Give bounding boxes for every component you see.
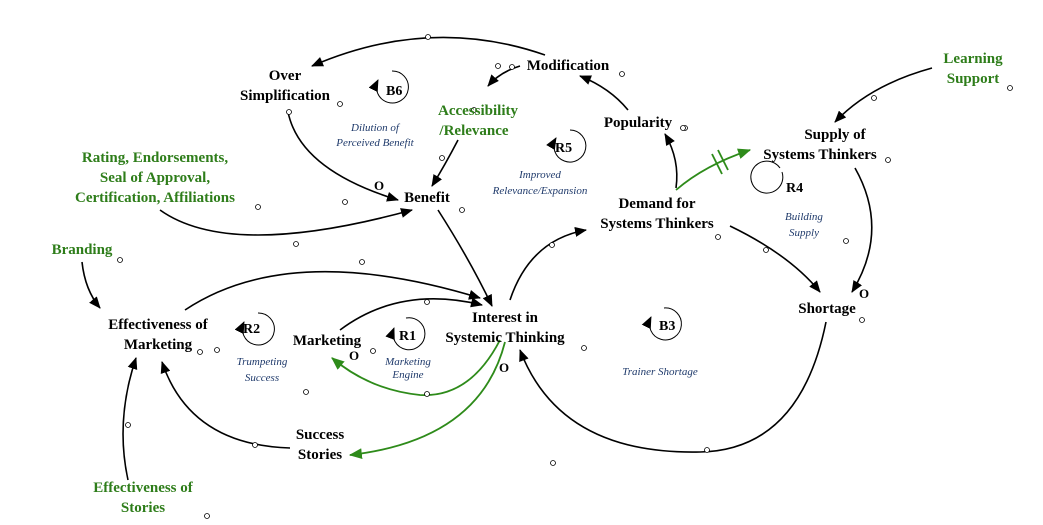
loop-name-r5-line1: Improved bbox=[518, 169, 561, 181]
var-effectiveness-marketing-line2: Marketing bbox=[124, 337, 193, 353]
var-success-stories-line2: Stories bbox=[298, 447, 342, 463]
var-shortage: Shortage bbox=[798, 301, 856, 317]
link-marketing-interest bbox=[339, 297, 483, 331]
link-demand-popularity bbox=[664, 133, 678, 189]
link-effstories-effectiveness bbox=[122, 357, 138, 481]
var-rating-line2: Seal of Approval, bbox=[100, 170, 210, 186]
var-rating-line1: Rating, Endorsements, bbox=[82, 150, 229, 166]
link-accessibility-benefit bbox=[431, 139, 459, 187]
var-accessibility-line1: Accessibility bbox=[438, 103, 518, 119]
loop-name-r2-line1: Trumpeting bbox=[237, 356, 288, 368]
svg-text:R4: R4 bbox=[786, 181, 803, 196]
loop-name-r2-line2: Success bbox=[245, 372, 279, 384]
var-demand-line2: Systems Thinkers bbox=[600, 216, 714, 232]
link-oversimplification-benefit bbox=[287, 111, 399, 202]
var-over-simplification-line1: Over bbox=[269, 68, 302, 84]
loop-name-r1-line2: Engine bbox=[391, 369, 423, 381]
loop-name-r4-line1: Building bbox=[785, 211, 823, 223]
svg-text:R5: R5 bbox=[555, 141, 572, 156]
link-interest-marketing bbox=[331, 339, 501, 396]
svg-text:R2: R2 bbox=[243, 322, 260, 337]
loop-symbol-b3: B3 bbox=[641, 307, 682, 341]
link-demand-supply-delayed bbox=[675, 148, 752, 191]
loop-name-r5-line2: Relevance/Expansion bbox=[492, 185, 588, 197]
var-effectiveness-stories-line1: Effectiveness of bbox=[93, 480, 194, 496]
loop-symbol-r1: R1 bbox=[385, 317, 426, 351]
var-learning-support-line1: Learning bbox=[943, 51, 1003, 67]
link-demand-shortage bbox=[729, 225, 821, 293]
link-shortage-interest bbox=[519, 321, 827, 453]
var-effectiveness-marketing-line1: Effectiveness of bbox=[108, 317, 209, 333]
svg-text:B6: B6 bbox=[386, 84, 402, 99]
var-accessibility-line2: /Relevance bbox=[438, 123, 508, 139]
polarity-interest: O bbox=[499, 360, 509, 375]
link-modification-accessibility bbox=[487, 65, 521, 87]
var-learning-support-line2: Support bbox=[947, 71, 1000, 87]
link-modification-oversimplification bbox=[311, 36, 546, 67]
var-branding: Branding bbox=[52, 242, 113, 258]
svg-text:R1: R1 bbox=[399, 329, 416, 344]
loop-symbol-b6: B6 bbox=[368, 70, 409, 104]
link-successstories-effectiveness bbox=[160, 361, 291, 449]
svg-text:B3: B3 bbox=[659, 319, 675, 334]
var-interest-line1: Interest in bbox=[472, 310, 539, 326]
link-interest-demand bbox=[509, 227, 587, 301]
delay-mark bbox=[717, 149, 729, 171]
link-rating-benefit bbox=[159, 208, 413, 236]
var-modification: Modification bbox=[527, 58, 610, 74]
var-benefit: Benefit bbox=[404, 190, 450, 206]
polarity-marketing: O bbox=[349, 348, 359, 363]
var-supply-line1: Supply of bbox=[804, 127, 866, 143]
loop-symbol-r2: R2 bbox=[234, 312, 275, 346]
polarity-shortage: O bbox=[859, 286, 869, 301]
var-interest-line2: Systemic Thinking bbox=[445, 330, 565, 346]
link-dots bbox=[117, 34, 1013, 519]
var-marketing: Marketing bbox=[293, 333, 362, 349]
loop-name-b3: Trainer Shortage bbox=[622, 366, 698, 378]
loop-name-b6-line2: Perceived Benefit bbox=[335, 137, 414, 149]
loop-name-b6-line1: Dilution of bbox=[350, 122, 401, 134]
link-learning-supply bbox=[834, 67, 933, 123]
loop-symbol-r5: R5 bbox=[546, 129, 587, 163]
loop-name-r4-line2: Supply bbox=[789, 227, 819, 239]
link-supply-shortage bbox=[851, 167, 873, 293]
link-interest-successstories bbox=[348, 341, 506, 460]
loop-name-r1-line1: Marketing bbox=[384, 356, 431, 368]
var-rating-line3: Certification, Affiliations bbox=[75, 190, 235, 206]
delay-mark bbox=[711, 153, 723, 175]
loop-symbol-r4: R4 bbox=[750, 160, 803, 196]
var-demand-line1: Demand for bbox=[618, 196, 695, 212]
link-effectiveness-interest bbox=[184, 270, 481, 311]
link-branding-effectiveness bbox=[81, 261, 101, 309]
polarity-benefit: O bbox=[374, 178, 384, 193]
var-success-stories-line1: Success bbox=[296, 427, 344, 443]
var-supply-line2: Systems Thinkers bbox=[763, 147, 877, 163]
link-benefit-interest bbox=[437, 209, 493, 307]
var-over-simplification-line2: Simplification bbox=[240, 88, 331, 104]
link-popularity-modification bbox=[579, 75, 629, 111]
var-popularity: Popularity bbox=[604, 115, 673, 131]
var-effectiveness-stories-line2: Stories bbox=[121, 500, 165, 516]
